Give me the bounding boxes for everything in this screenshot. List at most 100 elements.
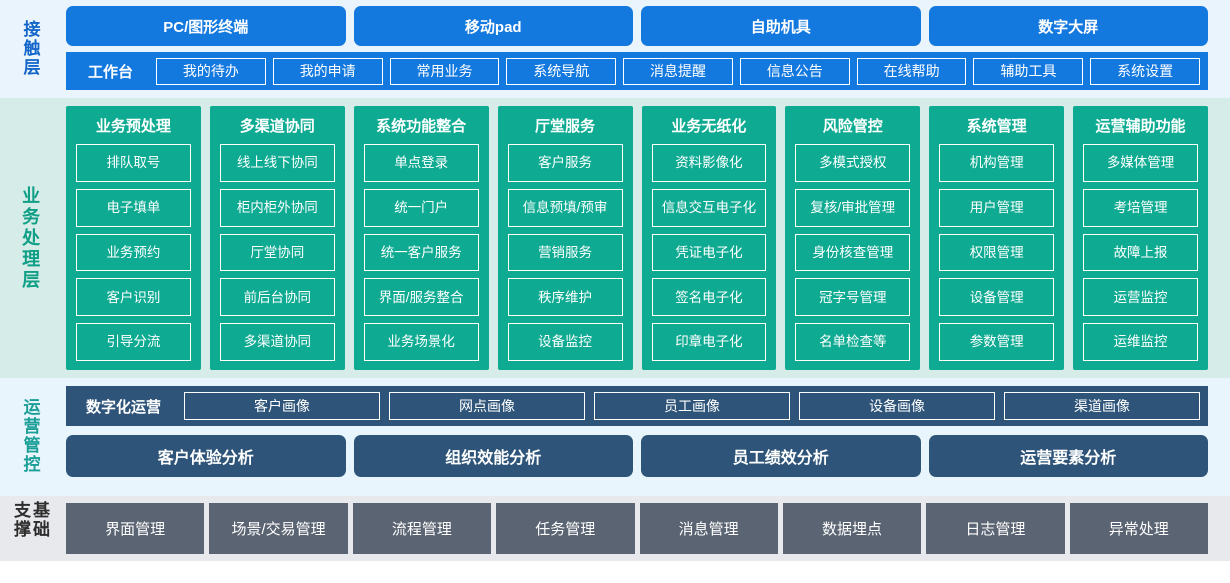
business-column-title: 业务预处理 — [95, 118, 171, 135]
business-column-system-management: 系统管理 机构管理 用户管理 权限管理 设备管理 参数管理 — [929, 106, 1065, 370]
workbench-item-my-application[interactable]: 我的申请 — [272, 57, 383, 85]
portrait-channel[interactable]: 渠道画像 — [1004, 392, 1201, 420]
channel-button-pc[interactable]: PC/图形终端 — [66, 6, 346, 46]
business-item[interactable]: 柜内柜外协同 — [219, 188, 335, 227]
operations-layer-body: 数字化运营 客户画像 网点画像 员工画像 设备画像 渠道画像 客户体验分析 组织… — [60, 384, 1230, 488]
business-column-items: 线上线下协同 柜内柜外协同 厅堂协同 前后台协同 多渠道协同 — [219, 144, 335, 361]
business-item[interactable]: 引导分流 — [76, 323, 191, 361]
business-item[interactable]: 设备监控 — [507, 323, 623, 361]
analysis-organizational-efficiency[interactable]: 组织效能分析 — [353, 435, 633, 477]
portrait-device[interactable]: 设备画像 — [799, 392, 996, 420]
business-item[interactable]: 电子填单 — [76, 188, 191, 227]
business-item[interactable]: 厅堂协同 — [219, 233, 335, 272]
foundation-item-process-management[interactable]: 流程管理 — [352, 503, 492, 554]
business-item[interactable]: 前后台协同 — [219, 278, 335, 317]
business-item[interactable]: 运营监控 — [1083, 278, 1198, 317]
business-item[interactable]: 信息预填/预审 — [507, 188, 623, 227]
business-item[interactable]: 资料影像化 — [651, 144, 767, 182]
foundation-item-message-management[interactable]: 消息管理 — [639, 503, 778, 554]
business-item[interactable]: 业务场景化 — [363, 323, 479, 361]
foundation-layer-body: 界面管理 场景/交易管理 流程管理 任务管理 消息管理 数据埋点 日志管理 异常… — [60, 501, 1230, 556]
workbench-item-message-reminder[interactable]: 消息提醒 — [623, 57, 733, 85]
business-item[interactable]: 名单检查等 — [795, 323, 911, 361]
operations-layer-label: 运营管控 — [20, 398, 40, 474]
analysis-employee-performance[interactable]: 员工绩效分析 — [641, 435, 921, 477]
channel-button-self-service[interactable]: 自助机具 — [641, 6, 921, 46]
business-item[interactable]: 客户识别 — [76, 278, 191, 317]
workbench-item-system-navigation[interactable]: 系统导航 — [506, 57, 617, 85]
business-column-title: 业务无纸化 — [671, 118, 747, 135]
business-columns: 业务预处理 排队取号 电子填单 业务预约 客户识别 引导分流 多渠道协同 线上线… — [60, 104, 1230, 372]
foundation-item-log-management[interactable]: 日志管理 — [926, 503, 1065, 554]
business-column-lobby-service: 厅堂服务 客户服务 信息预填/预审 营销服务 秩序维护 设备监控 — [497, 106, 633, 370]
business-item[interactable]: 复核/审批管理 — [795, 188, 911, 227]
business-item[interactable]: 统一门户 — [363, 188, 479, 227]
business-layer-label: 业务处理层 — [20, 185, 41, 291]
portrait-employee[interactable]: 员工画像 — [594, 392, 791, 420]
workbench-row: 工作台 我的待办 我的申请 常用业务 系统导航 消息提醒 信息公告 在线帮助 辅… — [66, 52, 1208, 90]
contact-layer-body: PC/图形终端 移动pad 自助机具 数字大屏 工作台 我的待办 我的申请 常用… — [60, 4, 1230, 92]
business-item[interactable]: 营销服务 — [507, 233, 623, 272]
business-item[interactable]: 参数管理 — [939, 323, 1055, 361]
business-item[interactable]: 界面/服务整合 — [363, 278, 479, 317]
portrait-customer[interactable]: 客户画像 — [184, 392, 381, 420]
business-item[interactable]: 冠字号管理 — [795, 278, 911, 317]
business-column-paperless: 业务无纸化 资料影像化 信息交互电子化 凭证电子化 签名电子化 印章电子化 — [641, 106, 777, 370]
workbench-item-common-business[interactable]: 常用业务 — [389, 57, 500, 85]
business-item[interactable]: 考培管理 — [1083, 188, 1198, 227]
business-item[interactable]: 凭证电子化 — [651, 233, 767, 272]
foundation-layer: 基础支撑 界面管理 场景/交易管理 流程管理 任务管理 消息管理 数据埋点 日志… — [0, 496, 1230, 561]
analysis-customer-experience[interactable]: 客户体验分析 — [66, 435, 346, 477]
business-item[interactable]: 信息交互电子化 — [651, 188, 767, 227]
business-item[interactable]: 秩序维护 — [507, 278, 623, 317]
business-item[interactable]: 故障上报 — [1083, 233, 1198, 272]
business-column-items: 客户服务 信息预填/预审 营销服务 秩序维护 设备监控 — [507, 144, 623, 361]
channel-button-mobile-pad[interactable]: 移动pad — [353, 6, 633, 46]
business-item[interactable]: 签名电子化 — [651, 278, 767, 317]
business-item[interactable]: 用户管理 — [939, 188, 1055, 227]
business-column-pre-processing: 业务预处理 排队取号 电子填单 业务预约 客户识别 引导分流 — [66, 106, 201, 370]
contact-layer: 接触层 PC/图形终端 移动pad 自助机具 数字大屏 工作台 我的待办 我的申… — [0, 0, 1230, 98]
business-column-title: 多渠道协同 — [239, 118, 315, 135]
business-item[interactable]: 权限管理 — [939, 233, 1055, 272]
business-column-items: 机构管理 用户管理 权限管理 设备管理 参数管理 — [939, 144, 1055, 361]
workbench-item-information-bulletin[interactable]: 信息公告 — [739, 57, 850, 85]
workbench-item-system-settings[interactable]: 系统设置 — [1090, 57, 1201, 85]
business-item[interactable]: 运维监控 — [1083, 323, 1198, 361]
business-column-title: 运营辅助功能 — [1095, 118, 1186, 135]
analysis-operation-factors[interactable]: 运营要素分析 — [928, 435, 1208, 477]
business-item[interactable]: 客户服务 — [507, 144, 623, 182]
business-column-items: 单点登录 统一门户 统一客户服务 界面/服务整合 业务场景化 — [363, 144, 479, 361]
foundation-item-ui-management[interactable]: 界面管理 — [66, 503, 205, 554]
business-item[interactable]: 单点登录 — [363, 144, 479, 182]
business-item[interactable]: 多模式授权 — [795, 144, 911, 182]
business-item[interactable]: 统一客户服务 — [363, 233, 479, 272]
foundation-item-exception-handling[interactable]: 异常处理 — [1069, 503, 1208, 554]
business-item[interactable]: 多媒体管理 — [1083, 144, 1198, 182]
business-item[interactable]: 业务预约 — [76, 233, 191, 272]
business-item[interactable]: 设备管理 — [939, 278, 1055, 317]
foundation-row: 界面管理 场景/交易管理 流程管理 任务管理 消息管理 数据埋点 日志管理 异常… — [60, 501, 1230, 556]
foundation-item-task-management[interactable]: 任务管理 — [496, 503, 635, 554]
business-column-operation-support: 运营辅助功能 多媒体管理 考培管理 故障上报 运营监控 运维监控 — [1073, 106, 1208, 370]
business-item[interactable]: 印章电子化 — [651, 323, 767, 361]
business-item[interactable]: 身份核查管理 — [795, 233, 911, 272]
operations-layer: 运营管控 数字化运营 客户画像 网点画像 员工画像 设备画像 渠道画像 客户体验… — [0, 378, 1230, 496]
digital-operations-title: 数字化运营 — [86, 398, 162, 416]
foundation-item-scenario-transaction-management[interactable]: 场景/交易管理 — [209, 503, 348, 554]
business-item[interactable]: 多渠道协同 — [219, 323, 335, 361]
portrait-branch[interactable]: 网点画像 — [389, 392, 586, 420]
business-column-title: 厅堂服务 — [535, 118, 596, 135]
workbench-item-my-todo[interactable]: 我的待办 — [156, 57, 266, 85]
business-item[interactable]: 线上线下协同 — [219, 144, 335, 182]
workbench-item-online-help[interactable]: 在线帮助 — [856, 57, 967, 85]
business-column-multi-channel: 多渠道协同 线上线下协同 柜内柜外协同 厅堂协同 前后台协同 多渠道协同 — [209, 106, 345, 370]
business-layer-body: 业务预处理 排队取号 电子填单 业务预约 客户识别 引导分流 多渠道协同 线上线… — [60, 104, 1230, 372]
workbench-item-auxiliary-tools[interactable]: 辅助工具 — [973, 57, 1084, 85]
foundation-item-data-tracking[interactable]: 数据埋点 — [782, 503, 922, 554]
business-item[interactable]: 机构管理 — [939, 144, 1055, 182]
channel-button-digital-screen[interactable]: 数字大屏 — [928, 6, 1208, 46]
business-column-items: 排队取号 电子填单 业务预约 客户识别 引导分流 — [76, 144, 191, 361]
business-item[interactable]: 排队取号 — [76, 144, 191, 182]
